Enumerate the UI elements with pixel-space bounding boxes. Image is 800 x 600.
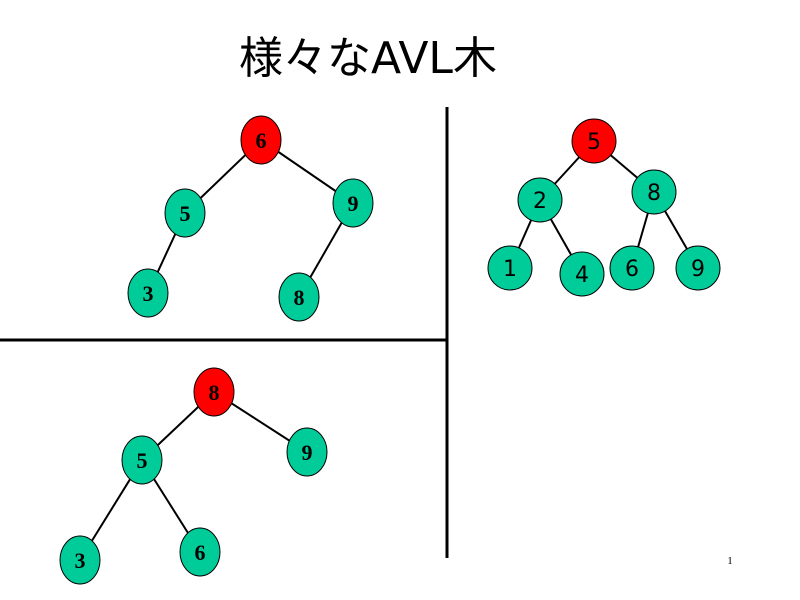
tree-right-node-5: 5 [571,118,617,164]
node-label: 8 [647,181,661,206]
tree-top-left-node-5: 5 [164,188,206,238]
tree-right-node-8: 8 [631,169,677,215]
node-ellipse [609,245,655,291]
node-ellipse [121,435,163,485]
node-ellipse [59,535,101,585]
node-ellipse [675,245,721,291]
node-label: 8 [209,380,220,405]
tree-right-node-4: 4 [559,251,605,297]
tree-bottom-left-node-5: 5 [121,435,163,485]
tree-top-left-node-6: 6 [240,115,282,165]
node-label: 9 [691,257,705,282]
node-label: 5 [587,130,601,155]
page-number: 1 [727,555,733,567]
node-label: 1 [503,257,517,282]
tree-top-left: 6 5 9 3 8 [127,115,374,322]
node-label: 5 [180,201,191,226]
node-ellipse [631,169,677,215]
tree-right-node-1: 1 [487,245,533,291]
node-label: 4 [575,263,589,288]
root-node-ellipse [240,115,282,165]
node-label: 9 [302,440,313,465]
root-node-ellipse [571,118,617,164]
node-ellipse [487,245,533,291]
slide-title: 様々なAVL木 [239,33,497,84]
node-ellipse [517,177,563,223]
node-ellipse [559,251,605,297]
tree-top-left-node-8: 8 [278,272,320,322]
tree-bottom-left-node-8: 8 [193,367,235,417]
node-label: 6 [256,128,267,153]
node-ellipse [332,178,374,228]
node-label: 5 [137,448,148,473]
tree-bottom-left-node-9: 9 [286,427,328,477]
node-ellipse [286,427,328,477]
tree-right-node-9: 9 [675,245,721,291]
tree-bottom-left: 8 5 9 3 6 [59,367,328,585]
tree-top-left-node-9: 9 [332,178,374,228]
node-label: 9 [348,191,359,216]
tree-right-node-6: 6 [609,245,655,291]
tree-bottom-left-node-6: 6 [179,527,221,577]
tree-bottom-left-node-3: 3 [59,535,101,585]
node-label: 2 [533,189,547,214]
node-label: 3 [75,548,86,573]
node-label: 8 [294,285,305,310]
node-ellipse [278,272,320,322]
tree-right-node-2: 2 [517,177,563,223]
node-label: 6 [195,540,206,565]
node-label: 6 [625,257,639,282]
tree-top-left-node-3: 3 [127,268,169,318]
node-label: 3 [143,281,154,306]
root-node-ellipse [193,367,235,417]
node-ellipse [179,527,221,577]
node-ellipse [127,268,169,318]
node-ellipse [164,188,206,238]
